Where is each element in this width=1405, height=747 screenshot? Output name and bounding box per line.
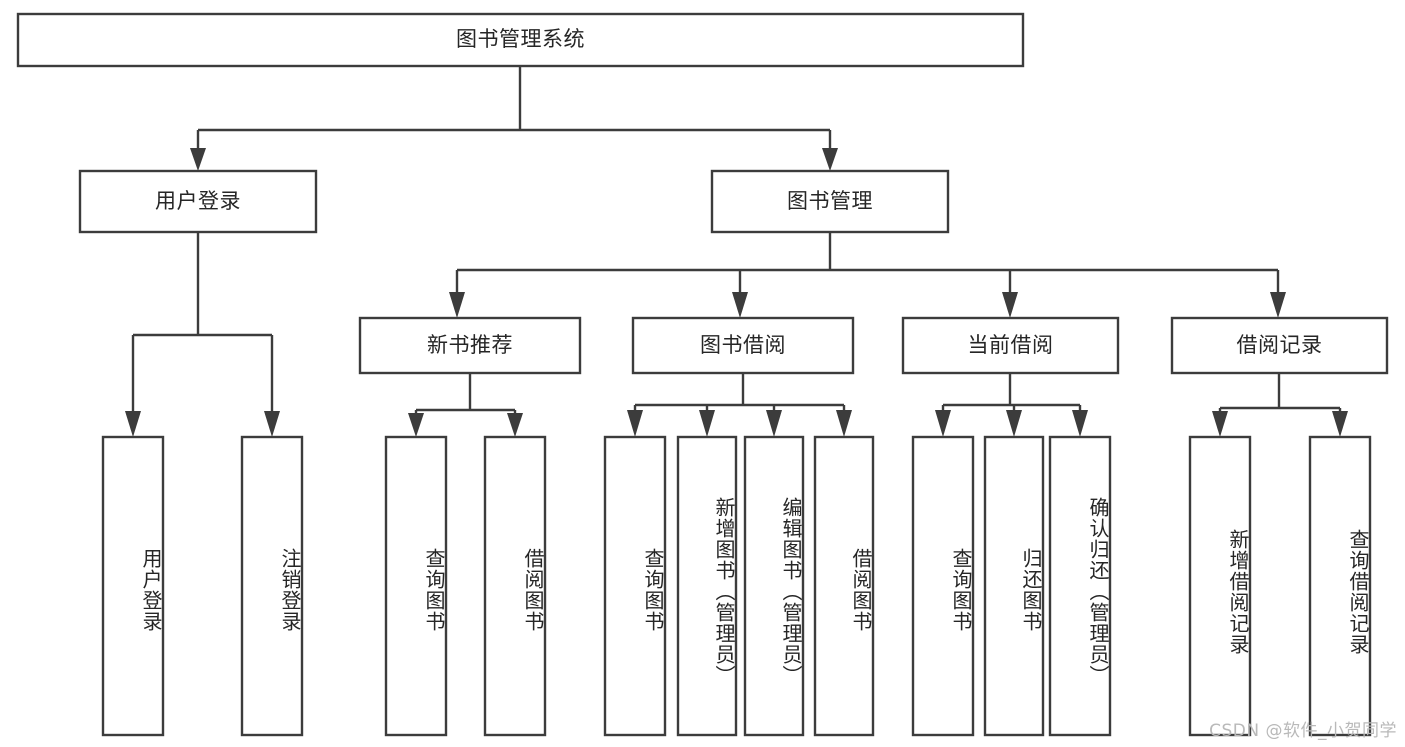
arrow-head-icon-current-borrow-leaf-1 — [935, 410, 951, 437]
arrow-head-icon-root-to-user-login — [190, 148, 206, 171]
node-rect-leaf-add-book[interactable] — [676, 435, 738, 737]
arrow-head-icon-level3-2 — [732, 292, 748, 318]
node-rect-book-manage[interactable] — [710, 169, 950, 234]
node-rect-user-login[interactable] — [78, 169, 318, 234]
node-rect-leaf-return-book[interactable] — [983, 435, 1045, 737]
node-rect-new-book-recommend[interactable] — [358, 316, 582, 375]
arrow-head-icon-book-borrow-leaf-3 — [766, 410, 782, 437]
node-rect-leaf-query-book-current[interactable] — [911, 435, 975, 737]
arrow-head-icon-user-login-leaf-2 — [264, 411, 280, 437]
node-rect-leaf-add-borrow-record[interactable] — [1188, 435, 1252, 737]
arrow-head-icon-level3-1 — [449, 292, 465, 318]
node-rect-leaf-user-logout[interactable] — [240, 435, 304, 737]
node-rectangles — [16, 12, 1389, 737]
arrow-head-icon-book-borrow-leaf-4 — [836, 410, 852, 437]
arrow-head-icon-current-borrow-leaf-2 — [1006, 410, 1022, 437]
arrow-head-icon-level3-4 — [1270, 292, 1286, 318]
csdn-watermark: CSDN @软件_小贺同学 — [1209, 721, 1397, 741]
node-rect-leaf-edit-book[interactable] — [743, 435, 805, 737]
node-rect-leaf-borrow-book[interactable] — [813, 435, 875, 737]
arrow-head-icon-book-borrow-leaf-2 — [699, 410, 715, 437]
node-rect-current-borrow[interactable] — [901, 316, 1120, 375]
arrow-head-icon-recommend-leaf-2 — [507, 413, 523, 437]
node-rect-root[interactable] — [16, 12, 1025, 68]
node-rect-leaf-borrow-book-rec[interactable] — [483, 435, 547, 737]
arrow-head-icon-level3-3 — [1002, 292, 1018, 318]
node-rect-borrow-record[interactable] — [1170, 316, 1389, 375]
node-rect-leaf-user-login[interactable] — [101, 435, 165, 737]
arrow-head-icon-book-borrow-leaf-1 — [627, 410, 643, 437]
arrow-head-icon-borrow-record-leaf-2 — [1332, 411, 1348, 437]
arrow-heads — [125, 148, 1348, 437]
arrow-head-icon-recommend-leaf-1 — [408, 413, 424, 437]
arrow-head-icon-borrow-record-leaf-1 — [1212, 411, 1228, 437]
node-rect-leaf-query-book-rec[interactable] — [384, 435, 448, 737]
arrow-head-icon-current-borrow-leaf-3 — [1072, 410, 1088, 437]
node-rect-book-borrow[interactable] — [631, 316, 855, 375]
node-rect-leaf-query-book-borrow[interactable] — [603, 435, 667, 737]
arrow-head-icon-user-login-leaf-1 — [125, 411, 141, 437]
node-rect-leaf-confirm-return[interactable] — [1048, 435, 1112, 737]
node-rect-leaf-query-borrow-record[interactable] — [1308, 435, 1372, 737]
arrow-head-icon-root-to-book-manage — [822, 148, 838, 171]
